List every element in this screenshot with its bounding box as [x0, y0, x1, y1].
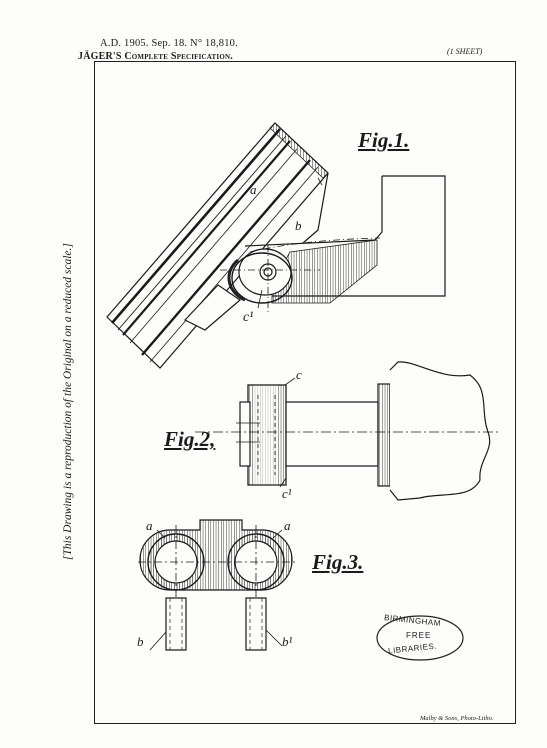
header-date-line: A.D. 1905. Sep. 18. N° 18,810. — [100, 38, 238, 49]
drawing-frame — [94, 61, 516, 724]
fig2-drawing — [195, 361, 500, 501]
fig2-label: Fig.2, — [164, 427, 216, 451]
library-stamp: BIRMINGHAM FREE LIBRARIES. — [374, 612, 466, 669]
fig3-letter-b1: b¹ — [282, 634, 293, 649]
fig3-drawing — [138, 519, 295, 651]
fig1-drawing — [106, 122, 446, 369]
stamp-oval-icon — [376, 615, 464, 661]
fig2-letter-c: c — [296, 367, 302, 382]
fig1-letter-a: a — [250, 182, 257, 197]
fig1-letter-c1: c¹ — [243, 310, 254, 325]
fig1-letter-b: b — [295, 218, 302, 233]
fig3-letter-a-left: a — [146, 518, 153, 533]
fig2-letter-c1: c¹ — [282, 486, 292, 501]
stamp-middle-text: FREE — [406, 631, 432, 640]
fig1-label: Fig.1. — [358, 128, 410, 152]
fig3-letter-b: b — [137, 634, 144, 649]
printer-credit: Malby & Sons, Photo-Litho. — [420, 715, 494, 722]
header-title-line: JÄGER'S Complete Specification. — [78, 51, 233, 62]
header-sheet-note: (1 SHEET) — [447, 47, 483, 56]
fig3-letter-a-right: a — [284, 518, 291, 533]
fig3-label: Fig.3. — [312, 550, 364, 574]
